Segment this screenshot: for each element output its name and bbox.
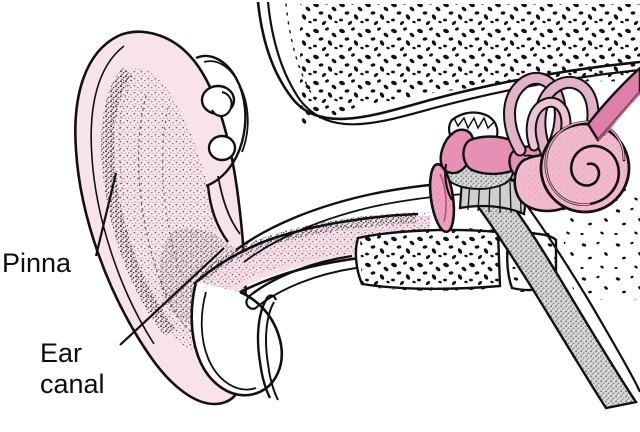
label-ear-canal-line1: Ear: [40, 338, 83, 368]
pinna-leader-line: [94, 172, 118, 257]
ear-canal-leader-line: [119, 247, 225, 346]
label-pinna: Pinna: [2, 248, 72, 278]
cochlea: [539, 120, 631, 214]
leader-lines: [94, 172, 225, 346]
earlobe: [190, 254, 357, 401]
tragus-cartilage: [195, 54, 249, 243]
eardrum: [428, 162, 456, 234]
label-ear-canal-line2: canal: [40, 369, 105, 399]
